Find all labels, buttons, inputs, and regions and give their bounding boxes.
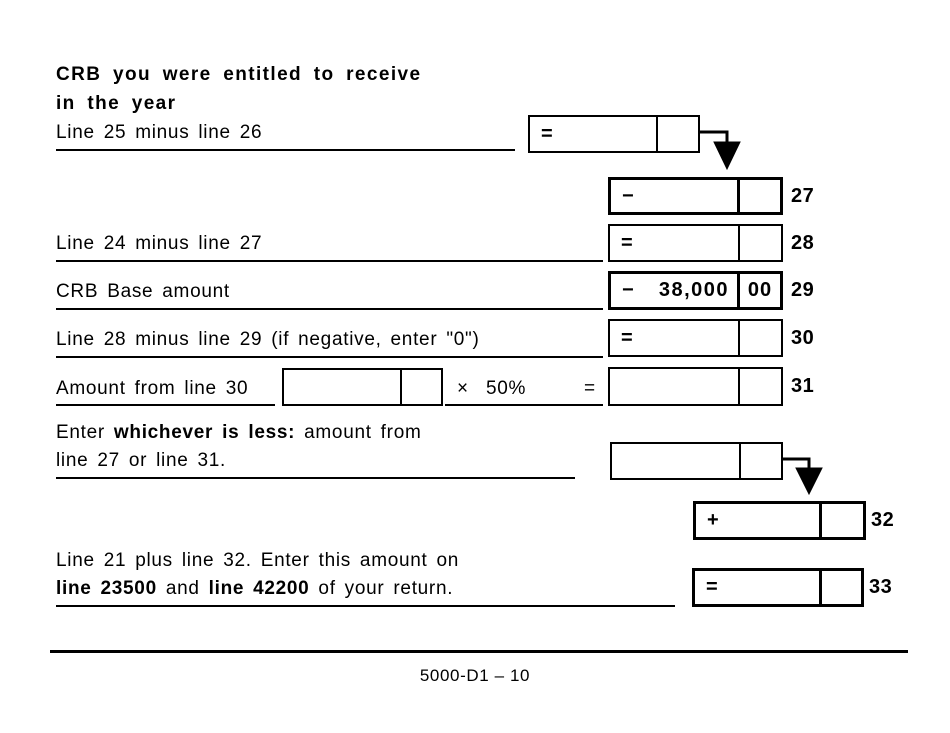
line31-amount-field[interactable] — [610, 369, 738, 404]
underline-line30 — [56, 356, 603, 358]
line33-label-line1: Line 21 plus line 32. Enter this amount … — [56, 550, 460, 571]
carry-down-arrow-icon — [698, 130, 741, 171]
line28-label: Line 24 minus line 27 — [56, 233, 263, 254]
line33-box: = — [692, 568, 864, 607]
whichever-bold: whichever is less: — [113, 422, 296, 443]
equals-symbol: = — [541, 122, 555, 145]
underline-line31-left — [56, 404, 275, 406]
page-code: 5000-D1 – 10 — [419, 666, 531, 685]
line33-label-line2: line 23500 and line 42200 of your return… — [56, 577, 453, 601]
whichever-less-line2: line 27 or line 31. — [56, 450, 227, 471]
line27-number: 27 — [791, 184, 815, 207]
line32-box: + — [693, 501, 866, 540]
whichever-less-box — [610, 442, 783, 480]
underline-whichever — [56, 477, 575, 479]
line29-label: CRB Base amount — [56, 281, 230, 302]
percent-50-label: 50% — [486, 378, 527, 399]
minus-symbol: − — [622, 279, 636, 301]
line33-amount-field[interactable]: = — [695, 571, 819, 604]
line33-cents-field[interactable] — [819, 571, 861, 604]
equals-sign: = — [584, 378, 596, 399]
underline-line28 — [56, 260, 603, 262]
equals-symbol: = — [706, 576, 720, 598]
whichever-prefix: Enter — [56, 422, 114, 443]
line25-26-result-box: = — [528, 115, 700, 153]
underline-line25-26 — [56, 149, 515, 151]
line30-amount-field[interactable]: = — [610, 321, 738, 355]
underline-line29 — [56, 308, 603, 310]
line28-number: 28 — [791, 231, 815, 254]
line25-26-cents-field[interactable] — [656, 117, 698, 151]
line27-cents-field[interactable] — [737, 180, 780, 212]
line25-minus-26-label: Line 25 minus line 26 — [56, 122, 263, 143]
line-42200-ref: line 42200 — [208, 578, 310, 599]
line28-cents-field[interactable] — [738, 226, 781, 260]
section-title-line1: CRB you were entitled to receive — [56, 64, 422, 85]
line31-box — [608, 367, 783, 406]
multiply-sign: × — [457, 378, 469, 399]
section-title-line2: in the year — [56, 93, 177, 114]
line31-label: Amount from line 30 — [56, 378, 249, 399]
equals-symbol: = — [621, 326, 635, 349]
line31-cents-field[interactable] — [738, 369, 781, 404]
underline-line33 — [56, 605, 675, 607]
line32-amount-field[interactable]: + — [696, 504, 819, 537]
line29-number: 29 — [791, 279, 815, 301]
line27-box: − — [608, 177, 783, 215]
carry-down-arrow-icon — [781, 457, 823, 496]
whichever-suffix: amount from — [295, 422, 422, 443]
footer-divider — [50, 650, 908, 653]
equals-symbol: = — [621, 231, 635, 254]
line32-number: 32 — [871, 509, 895, 531]
line32-cents-field[interactable] — [819, 504, 863, 537]
whichever-less-cents-field[interactable] — [739, 444, 781, 478]
line31-number: 31 — [791, 375, 815, 397]
line30-box: = — [608, 319, 783, 357]
line30-cents-field[interactable] — [738, 321, 781, 355]
amount-from-line30-cents-field[interactable] — [400, 370, 441, 404]
line-23500-ref: line 23500 — [56, 578, 157, 599]
line33-number: 33 — [869, 576, 893, 598]
line28-amount-field[interactable]: = — [610, 226, 738, 260]
whichever-less-line1: Enter whichever is less: amount from — [56, 421, 422, 445]
of-your-return-text: of your return. — [309, 578, 454, 599]
line30-number: 30 — [791, 326, 815, 349]
line29-amount-value: − 38,000 — [611, 274, 737, 307]
line30-label: Line 28 minus line 29 (if negative, ente… — [56, 329, 480, 350]
line29-box: − 38,000 00 — [608, 271, 783, 310]
line25-26-amount-field[interactable]: = — [530, 117, 656, 151]
line27-amount-field[interactable]: − — [611, 180, 737, 212]
underline-line31-right — [445, 404, 603, 406]
amount-from-line30-field[interactable] — [284, 370, 400, 404]
minus-symbol: − — [622, 184, 636, 207]
and-text: and — [156, 578, 209, 599]
amount-from-line30-box — [282, 368, 443, 406]
plus-symbol: + — [707, 509, 721, 531]
whichever-less-amount-field[interactable] — [612, 444, 739, 478]
crb-base-amount: 38,000 — [658, 279, 729, 301]
line29-cents-value: 00 — [737, 274, 780, 307]
line28-box: = — [608, 224, 783, 262]
